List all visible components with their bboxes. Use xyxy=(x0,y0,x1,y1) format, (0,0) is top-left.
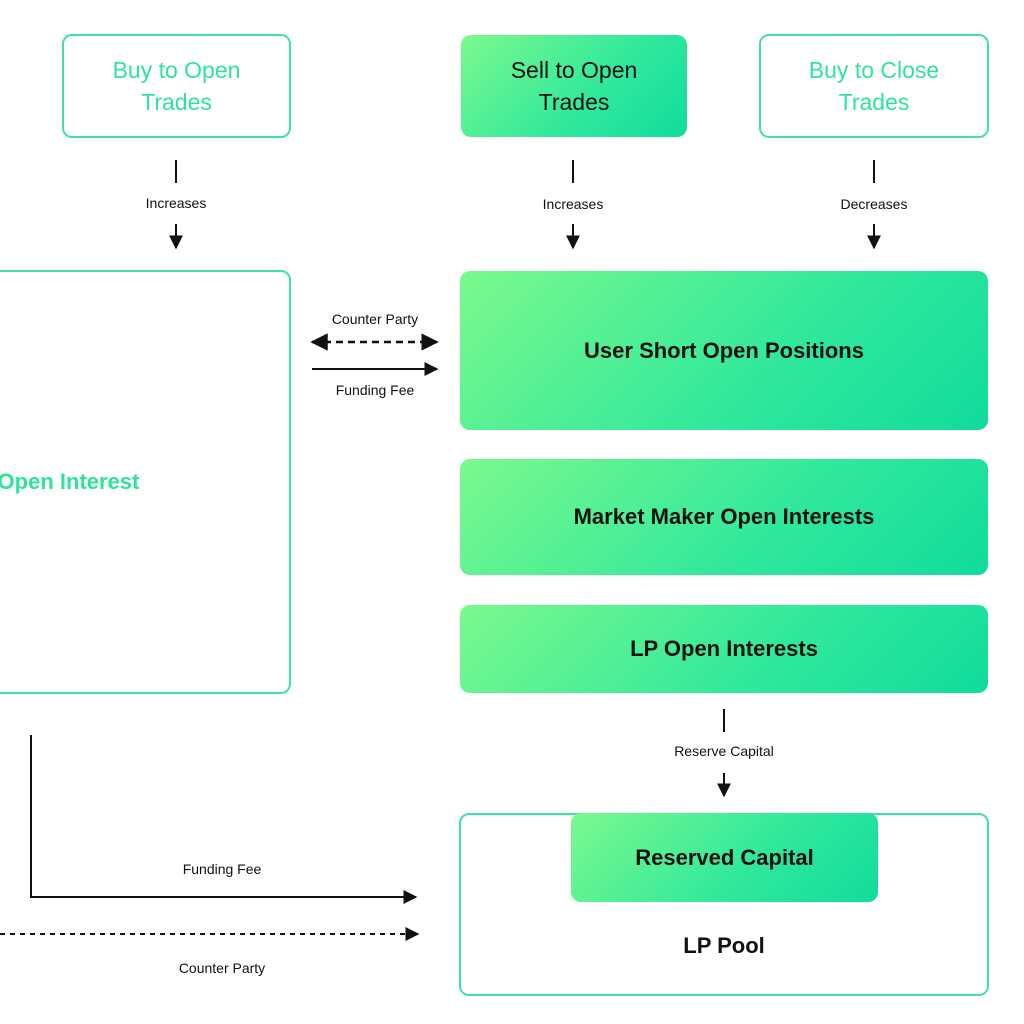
decreases-label: Decreases xyxy=(840,196,908,212)
sell-to-open-trades-box: Sell to Open Trades xyxy=(461,35,687,137)
increases-mid-label: Increases xyxy=(542,196,604,212)
funding-fee-top-label: Funding Fee xyxy=(335,382,415,398)
reserved-capital-label: Reserved Capital xyxy=(635,844,814,870)
funding-fee-bottom-label: Funding Fee xyxy=(182,861,262,877)
lp-open-interests-box: LP Open Interests xyxy=(460,605,988,693)
user-short-open-positions-box: User Short Open Positions xyxy=(460,271,988,430)
increases-left-label: Increases xyxy=(145,195,207,211)
long-open-interest-label: g Open Interest xyxy=(0,469,140,494)
counter-party-bottom-label: Counter Party xyxy=(178,960,266,976)
sell-to-open-trades-label: Sell to Open Trades xyxy=(510,57,638,115)
reserved-capital-box: Reserved Capital xyxy=(571,813,878,902)
reserve-capital-label: Reserve Capital xyxy=(674,743,774,759)
lp-open-interests-label: LP Open Interests xyxy=(630,636,818,661)
buy-to-open-trades-box: Buy to Open Trades xyxy=(62,34,291,138)
market-maker-open-interests-label: Market Maker Open Interests xyxy=(573,504,875,529)
funding-fee-bottom-path xyxy=(30,735,418,904)
counter-party-top-label: Counter Party xyxy=(331,311,419,327)
long-open-interest-panel: g Open Interest xyxy=(0,270,291,694)
buy-to-open-trades-label: Buy to Open Trades xyxy=(112,57,241,115)
buy-to-close-trades-label: Buy to Close Trades xyxy=(808,57,940,115)
market-maker-open-interests-box: Market Maker Open Interests xyxy=(460,459,988,575)
lp-pool-label: LP Pool xyxy=(683,933,765,958)
user-short-open-positions-label: User Short Open Positions xyxy=(584,337,864,363)
lp-pool-title-wrap: LP Pool xyxy=(459,925,989,967)
buy-to-close-trades-box: Buy to Close Trades xyxy=(759,34,989,138)
